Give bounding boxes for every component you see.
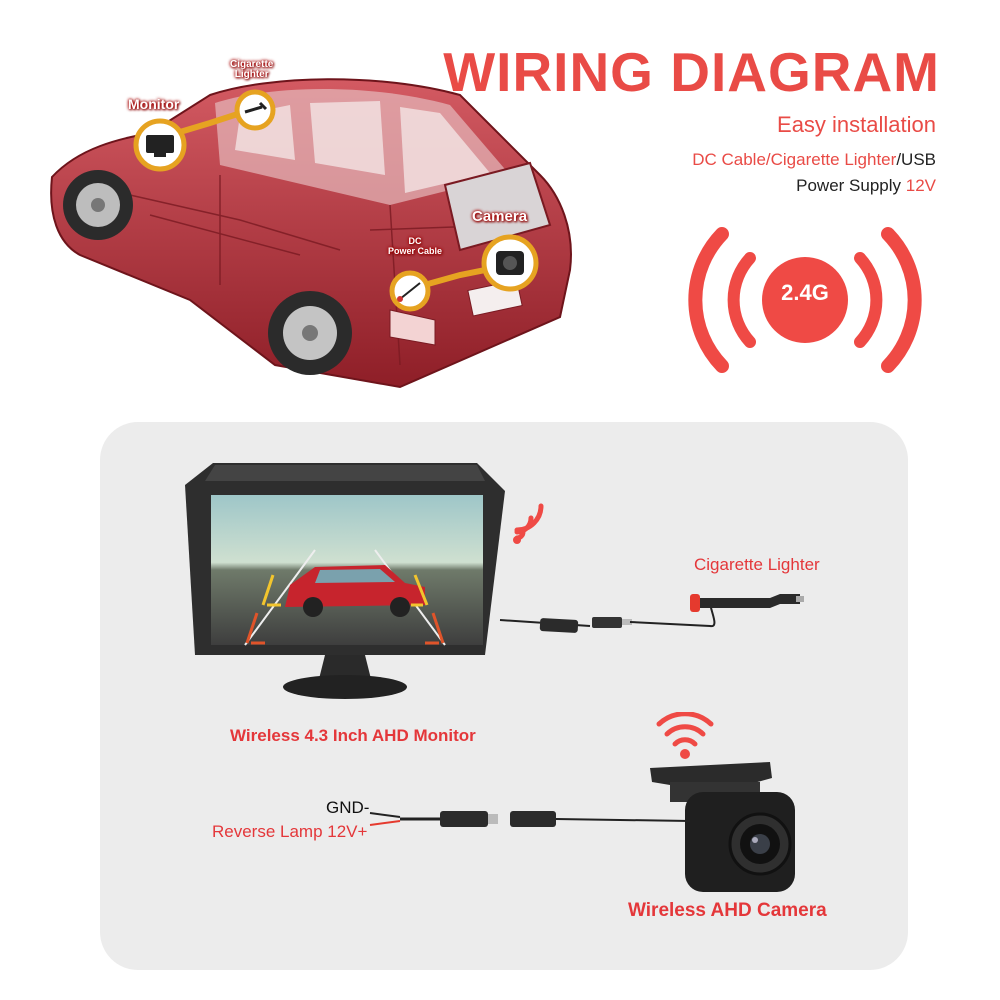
camera-label: Wireless AHD Camera [628, 900, 827, 921]
car-label-dc-line1: DC [408, 236, 422, 246]
cigarette-lighter-label: Cigarette Lighter [694, 555, 820, 574]
gnd-label: GND- [326, 798, 370, 817]
wireless-badge-label: 2.4G [781, 280, 829, 305]
car-label-cigarette-line2: Lighter [234, 69, 269, 80]
wireless-signal-icon [688, 227, 922, 373]
car-label-monitor: Monitor [128, 96, 180, 112]
monitor-label: Wireless 4.3 Inch AHD Monitor [230, 726, 476, 745]
power-supply-voltage: 12V [905, 176, 936, 195]
car-label-camera: Camera [472, 208, 528, 225]
diagram-title: WIRING DIAGRAM [443, 41, 940, 103]
power-supply: Power Supply 12V [560, 176, 936, 196]
power-options-highlight: DC Cable/Cigarette Lighter [692, 150, 897, 169]
monitor-wireless-icon [513, 503, 544, 544]
car-label-dc-power-cable: DC Power Cable [388, 236, 442, 256]
power-cable [499, 594, 804, 633]
power-options: DC Cable/Cigarette Lighter/USB [560, 150, 936, 170]
reverse-lamp-label: Reverse Lamp 12V+ [212, 822, 368, 841]
car-label-cigarette-line1: Cigarette [230, 59, 274, 70]
car-label-cigarette-lighter: Cigarette Lighter [230, 60, 273, 80]
subtitle: Easy installation [777, 112, 936, 137]
monitor-illustration [185, 463, 505, 699]
camera-wireless-icon [656, 712, 714, 759]
camera-illustration [650, 762, 795, 892]
car-cutaway-illustration [50, 78, 572, 389]
car-label-dc-line2: Power Cable [388, 246, 443, 256]
camera-cable [369, 811, 691, 827]
power-supply-text: Power Supply [796, 176, 906, 195]
power-options-usb: /USB [896, 150, 936, 169]
